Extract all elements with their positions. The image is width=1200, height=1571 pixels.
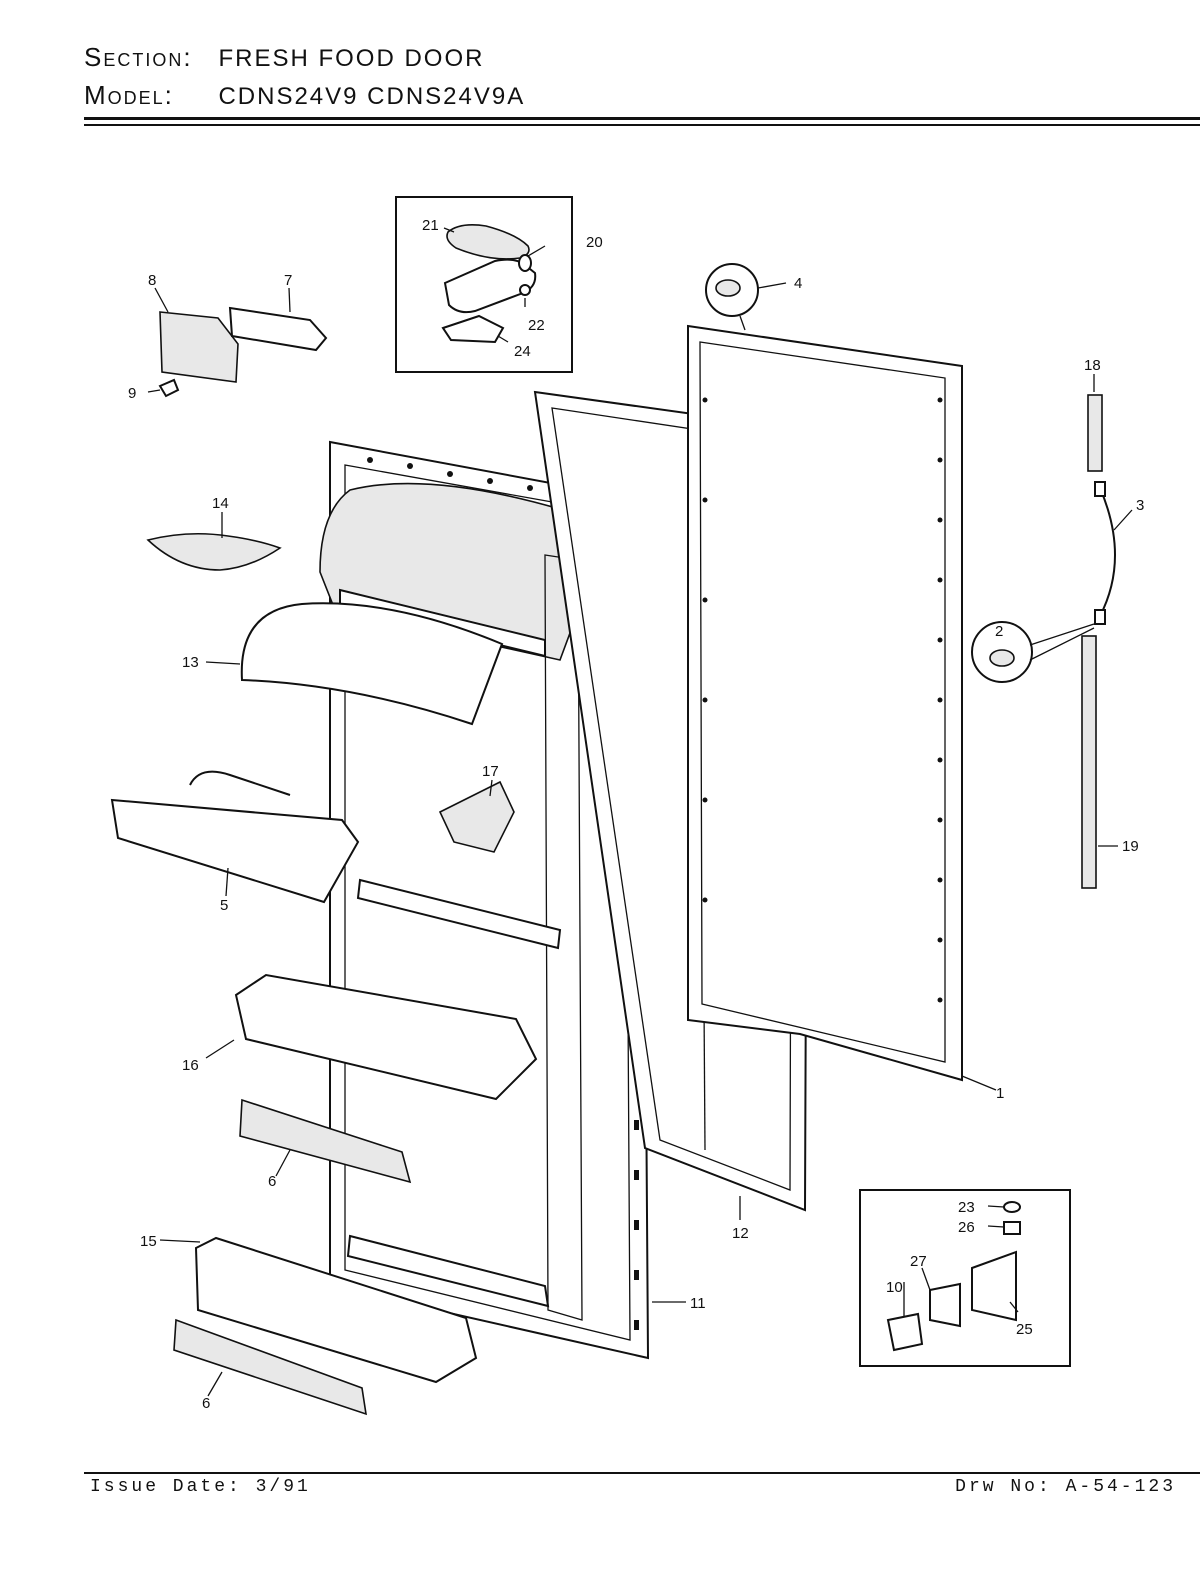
callout-15: 15 xyxy=(140,1233,157,1250)
part-8-shape xyxy=(159,311,239,383)
callout-4: 4 xyxy=(794,275,802,292)
part-17-shape xyxy=(438,780,515,853)
model-label: Model: xyxy=(84,80,174,110)
callout-17: 17 xyxy=(482,763,499,780)
part-7-shape xyxy=(228,306,328,352)
section-value: FRESH FOOD DOOR xyxy=(218,45,485,72)
callout-19: 19 xyxy=(1122,838,1139,855)
lower-hinge-bushing xyxy=(1003,1221,1021,1235)
hinge-pin-shape xyxy=(518,254,532,272)
callout-3: 3 xyxy=(1136,497,1144,514)
callout-18: 18 xyxy=(1084,357,1101,374)
callout-25: 25 xyxy=(1016,1321,1033,1338)
section-label: Section: xyxy=(84,42,193,72)
callout-7: 7 xyxy=(284,272,292,289)
callout-6-upper: 6 xyxy=(268,1173,276,1190)
callout-16: 16 xyxy=(182,1057,199,1074)
callout-27: 27 xyxy=(910,1253,927,1270)
drawing-number: Drw No: A-54-123 xyxy=(955,1477,1176,1497)
lower-hinge-shim xyxy=(929,1282,961,1328)
leader-lines xyxy=(147,287,1133,1397)
model-header: Model: CDNS24V9 CDNS24V9A xyxy=(84,80,525,111)
part-16-shape xyxy=(234,973,538,1101)
callout-22: 22 xyxy=(528,317,545,334)
callout-14: 14 xyxy=(212,495,229,512)
callout-26: 26 xyxy=(958,1219,975,1236)
callout-20: 20 xyxy=(586,234,603,251)
callout-10: 10 xyxy=(886,1279,903,1296)
callout-12: 12 xyxy=(732,1225,749,1242)
callout-11: 11 xyxy=(690,1295,706,1312)
callout-9: 9 xyxy=(128,385,136,402)
lower-hinge-inset xyxy=(859,1189,1071,1367)
handle-bar xyxy=(1099,487,1116,617)
callout-24: 24 xyxy=(514,343,531,360)
section-header: Section: FRESH FOOD DOOR xyxy=(84,42,484,73)
handle-assembly xyxy=(971,394,1116,889)
left-side-parts xyxy=(110,306,538,1416)
upper-hinge-inset xyxy=(395,196,573,373)
hinge-cover-shape xyxy=(446,224,530,260)
part-9-shape xyxy=(158,378,180,398)
callout-6-lower: 6 xyxy=(202,1395,210,1412)
outer-door-holes xyxy=(702,397,943,1003)
lower-hinge-bracket xyxy=(971,1250,1017,1322)
header-rule-top xyxy=(84,117,1200,120)
callout-1: 1 xyxy=(996,1085,1004,1102)
callout-21: 21 xyxy=(422,217,439,234)
callout-5: 5 xyxy=(220,897,228,914)
hinge-cap xyxy=(705,263,787,331)
handle-trim-top xyxy=(1087,394,1103,472)
lower-hinge-washer xyxy=(1003,1201,1021,1213)
part-6b-shape xyxy=(173,1318,367,1416)
model-value: CDNS24V9 CDNS24V9A xyxy=(218,83,526,110)
callout-labels: 1 2 3 4 5 6 6 7 8 9 10 11 12 13 14 15 16… xyxy=(128,217,1144,1412)
hinge-washer-shape xyxy=(519,284,531,296)
part-6a-shape xyxy=(239,1098,412,1184)
part-13-shape xyxy=(240,602,504,726)
callout-13: 13 xyxy=(182,654,199,671)
part-14-shape xyxy=(146,532,282,571)
part-15-shape xyxy=(194,1236,478,1384)
part-5-shape xyxy=(110,798,360,904)
hinge-shim-shape xyxy=(441,314,505,344)
issue-date: Issue Date: 3/91 xyxy=(90,1477,311,1497)
handle-trim-bottom xyxy=(1081,635,1097,889)
lower-hinge-cam xyxy=(886,1312,924,1352)
callout-23: 23 xyxy=(958,1199,975,1216)
callout-2: 2 xyxy=(995,623,1003,640)
outer-door-panel xyxy=(687,324,963,1082)
callout-8: 8 xyxy=(148,272,156,289)
footer-rule xyxy=(84,1472,1200,1474)
upper-hinge-shape xyxy=(443,258,537,314)
header-rule-bottom xyxy=(84,124,1200,126)
